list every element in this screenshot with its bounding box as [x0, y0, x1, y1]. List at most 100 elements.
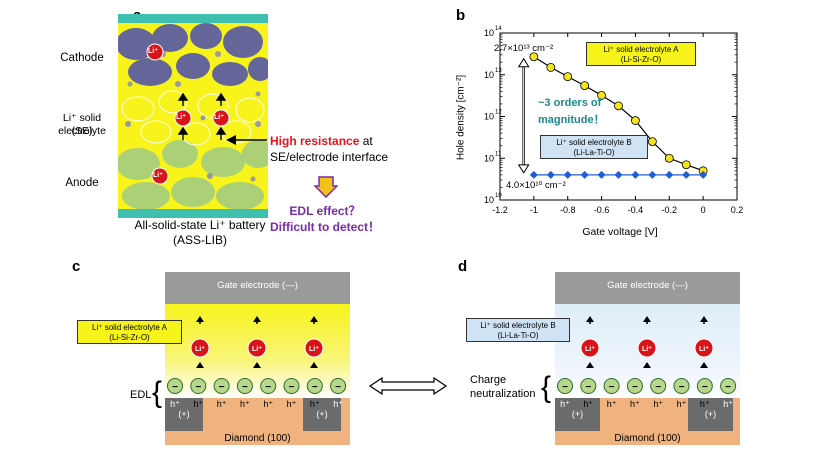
legend-a-line2: (Li-Si-Zr-O) — [620, 55, 662, 64]
anion-minus: − — [312, 382, 318, 393]
hole: h⁺ — [560, 399, 570, 409]
annotation-top: 2.7×10¹³ cm⁻² — [494, 43, 554, 54]
y-tick-exponent: 10 — [495, 193, 502, 199]
x-tick-label: -0.8 — [560, 205, 576, 215]
hole: h⁺ — [310, 399, 320, 409]
panel-d-ions: Li⁺Li⁺Li⁺−h⁺−h⁺−h⁺−h⁺−h⁺−h⁺−h⁺−h⁺ — [557, 316, 737, 409]
anode-label: Anode — [65, 177, 99, 189]
up-arrow-head — [253, 316, 261, 322]
annotation-bottom: 4.0×10¹⁰ cm⁻² — [506, 180, 566, 191]
edl-label: EDL — [130, 389, 152, 401]
plus-label: (+) — [571, 409, 584, 419]
difficult-detect: Difficult to detect！ — [270, 220, 380, 234]
up-arrow-head — [586, 316, 594, 322]
gate-electrode-d: Gate electrode (—) — [555, 272, 740, 304]
y-tick-exponent: 12 — [495, 110, 502, 116]
panel-label-b: b — [456, 7, 466, 24]
electrolyte-label-line1: Li⁺ solid electrolyte — [58, 112, 106, 137]
charge-label-line1: Charge — [470, 374, 507, 386]
plus-label: (+) — [178, 409, 190, 419]
anion — [167, 378, 183, 394]
diamond-label-c: Diamond (100) — [224, 433, 291, 444]
anion — [720, 378, 737, 394]
anion-minus: − — [679, 382, 685, 393]
y-tick-label: 10 — [484, 153, 494, 163]
cathode-label: Cathode — [60, 52, 104, 64]
x-tick-label: 0.2 — [731, 205, 744, 215]
at-text: at — [359, 134, 373, 148]
x-tick-label: -1.2 — [492, 205, 508, 215]
gate-electrode-c: Gate electrode (—) — [165, 272, 350, 304]
gate-label-d: Gate electrode (—) — [607, 280, 688, 291]
se-c-line1: Li⁺ solid electrolyte A — [92, 323, 167, 332]
up-arrow-head — [643, 316, 651, 322]
anion-minus: − — [219, 382, 225, 393]
legend-b-line1: Li⁺ solid electrolyte B — [556, 138, 632, 147]
data-point-a — [647, 137, 657, 147]
up-arrow-head — [310, 362, 318, 368]
data-point-a — [529, 52, 539, 62]
edl-brace: { — [152, 376, 163, 409]
data-point-a — [580, 81, 590, 90]
up-arrow-head — [310, 316, 318, 322]
charge-label-line2: neutralization — [470, 388, 536, 400]
li-ion — [637, 338, 657, 358]
li-ion-label: Li⁺ — [176, 114, 186, 121]
plus-region-right-d: (+) — [688, 398, 733, 431]
anion — [626, 378, 643, 394]
legend-b-line2: (Li-La-Ti-O) — [573, 148, 615, 157]
anion — [190, 378, 207, 394]
battery-caption-line2: (ASS-LIB) — [172, 233, 227, 247]
plus-label: (+) — [316, 409, 328, 419]
anion-minus: − — [335, 382, 341, 393]
data-point-b — [665, 170, 674, 179]
li-ion — [694, 338, 714, 358]
li-ion-label: Li⁺ — [195, 346, 205, 353]
data-point-b — [682, 170, 691, 179]
high-resistance-text: High resistance — [270, 134, 360, 148]
up-arrow-head — [700, 362, 708, 368]
data-point-a — [631, 116, 640, 125]
hole: h⁺ — [723, 399, 733, 409]
diamond-label-d: Diamond (100) — [614, 433, 681, 444]
anion-minus: − — [195, 382, 201, 393]
panel-label-d: d — [458, 258, 468, 275]
y-tick-label: 10 — [484, 70, 494, 80]
anion — [557, 378, 573, 394]
gate-label-c: Gate electrode (—) — [217, 280, 298, 291]
data-point-a — [597, 91, 606, 100]
up-arrow-head — [643, 362, 651, 368]
x-tick-label: 0 — [701, 205, 706, 215]
chart-ylabel: Hole density [cm⁻²] — [455, 74, 467, 161]
orders-text-line1: ~3 orders of — [538, 97, 602, 109]
anion — [306, 378, 323, 394]
data-point-a — [614, 101, 623, 111]
up-arrow-head — [196, 316, 204, 322]
anion-minus: − — [172, 382, 178, 393]
up-arrow-head — [253, 362, 261, 368]
orders-arrow-head-bottom — [517, 164, 530, 174]
double-arrow-icon — [368, 376, 448, 396]
anion-minus: − — [265, 382, 271, 393]
edl-question: EDL effect？ — [289, 204, 361, 218]
x-tick-label: -0.4 — [628, 205, 644, 215]
data-point-a — [546, 62, 556, 72]
anion — [603, 378, 620, 394]
anion — [673, 378, 690, 394]
se-d-line1: Li⁺ solid electrolyte B — [480, 321, 556, 330]
y-tick-exponent: 13 — [495, 68, 502, 74]
anion — [283, 378, 300, 394]
li-ion-label: Li⁺ — [699, 346, 709, 353]
data-point-b — [597, 170, 606, 179]
anion-minus: − — [585, 382, 591, 393]
se-d-line2: (Li-La-Ti-O) — [497, 331, 539, 340]
hole: h⁺ — [287, 399, 297, 409]
anion — [213, 378, 230, 394]
hole: h⁺ — [263, 399, 273, 409]
data-point-b — [563, 170, 572, 179]
interface-arrow — [226, 135, 267, 145]
chart-xlabel: Gate voltage [V] — [582, 226, 658, 238]
data-point-a — [681, 160, 691, 170]
li-ion-label: Li⁺ — [585, 346, 595, 353]
